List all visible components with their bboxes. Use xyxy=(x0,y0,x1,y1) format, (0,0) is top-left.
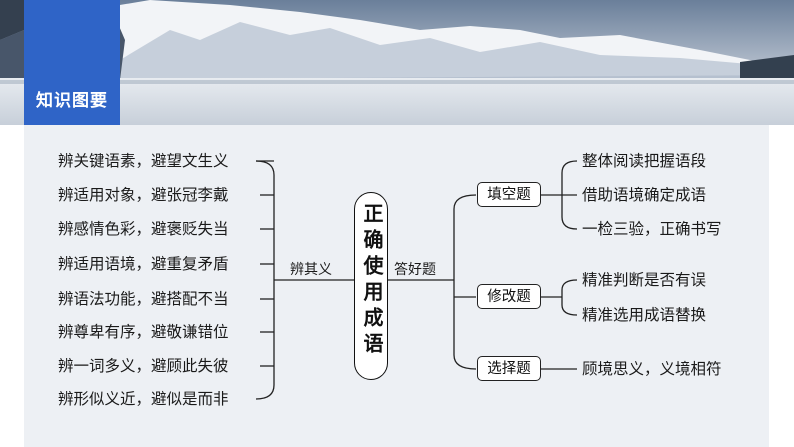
left-item-1: 辨关键语素，避望文生义 xyxy=(58,152,229,170)
fill-item-1: 整体阅读把握语段 xyxy=(582,152,707,170)
right-branch-label: 答好题 xyxy=(394,262,436,278)
left-item-8: 辨形似义近，避似是而非 xyxy=(58,390,229,408)
fill-item-2: 借助语境确定成语 xyxy=(582,186,707,204)
left-bracket xyxy=(255,160,275,400)
connector-lines xyxy=(255,160,578,400)
left-item-6: 辨尊卑有序，避敬谦错位 xyxy=(58,323,229,341)
center-label: 正确使用成语 xyxy=(360,203,384,359)
left-branch-label: 辨其义 xyxy=(290,262,332,278)
mind-map: 辨关键语素，避望文生义 辨适用对象，避张冠李戴 辨感情色彩，避褒贬失当 辨适用语… xyxy=(24,125,769,447)
right-bracket xyxy=(453,194,477,370)
node-choice-question: 选择题 xyxy=(477,356,541,381)
node-fill-question: 填空题 xyxy=(477,182,541,207)
fill-item-3: 一检三验，正确书写 xyxy=(582,220,722,238)
left-item-2: 辨适用对象，避张冠李戴 xyxy=(58,186,229,204)
node-edit-question: 修改题 xyxy=(477,284,541,309)
left-item-4: 辨适用语境，避重复矛盾 xyxy=(58,255,229,273)
center-node: 正确使用成语 xyxy=(354,192,388,380)
section-title-box: 知识图要 xyxy=(24,0,120,125)
left-item-7: 辨一词多义，避顾此失彼 xyxy=(58,357,229,375)
edit-item-1: 精准判断是否有误 xyxy=(582,271,707,289)
header-banner xyxy=(0,0,794,125)
left-item-5: 辨语法功能，避搭配不当 xyxy=(58,290,229,308)
section-title: 知识图要 xyxy=(36,91,108,111)
choice-item-1: 顾境思义，义境相符 xyxy=(582,360,722,378)
edit-bracket xyxy=(561,279,578,316)
edit-item-2: 精准选用成语替换 xyxy=(582,306,707,324)
landscape-image xyxy=(0,0,794,125)
left-item-3: 辨感情色彩，避褒贬失当 xyxy=(58,220,229,238)
